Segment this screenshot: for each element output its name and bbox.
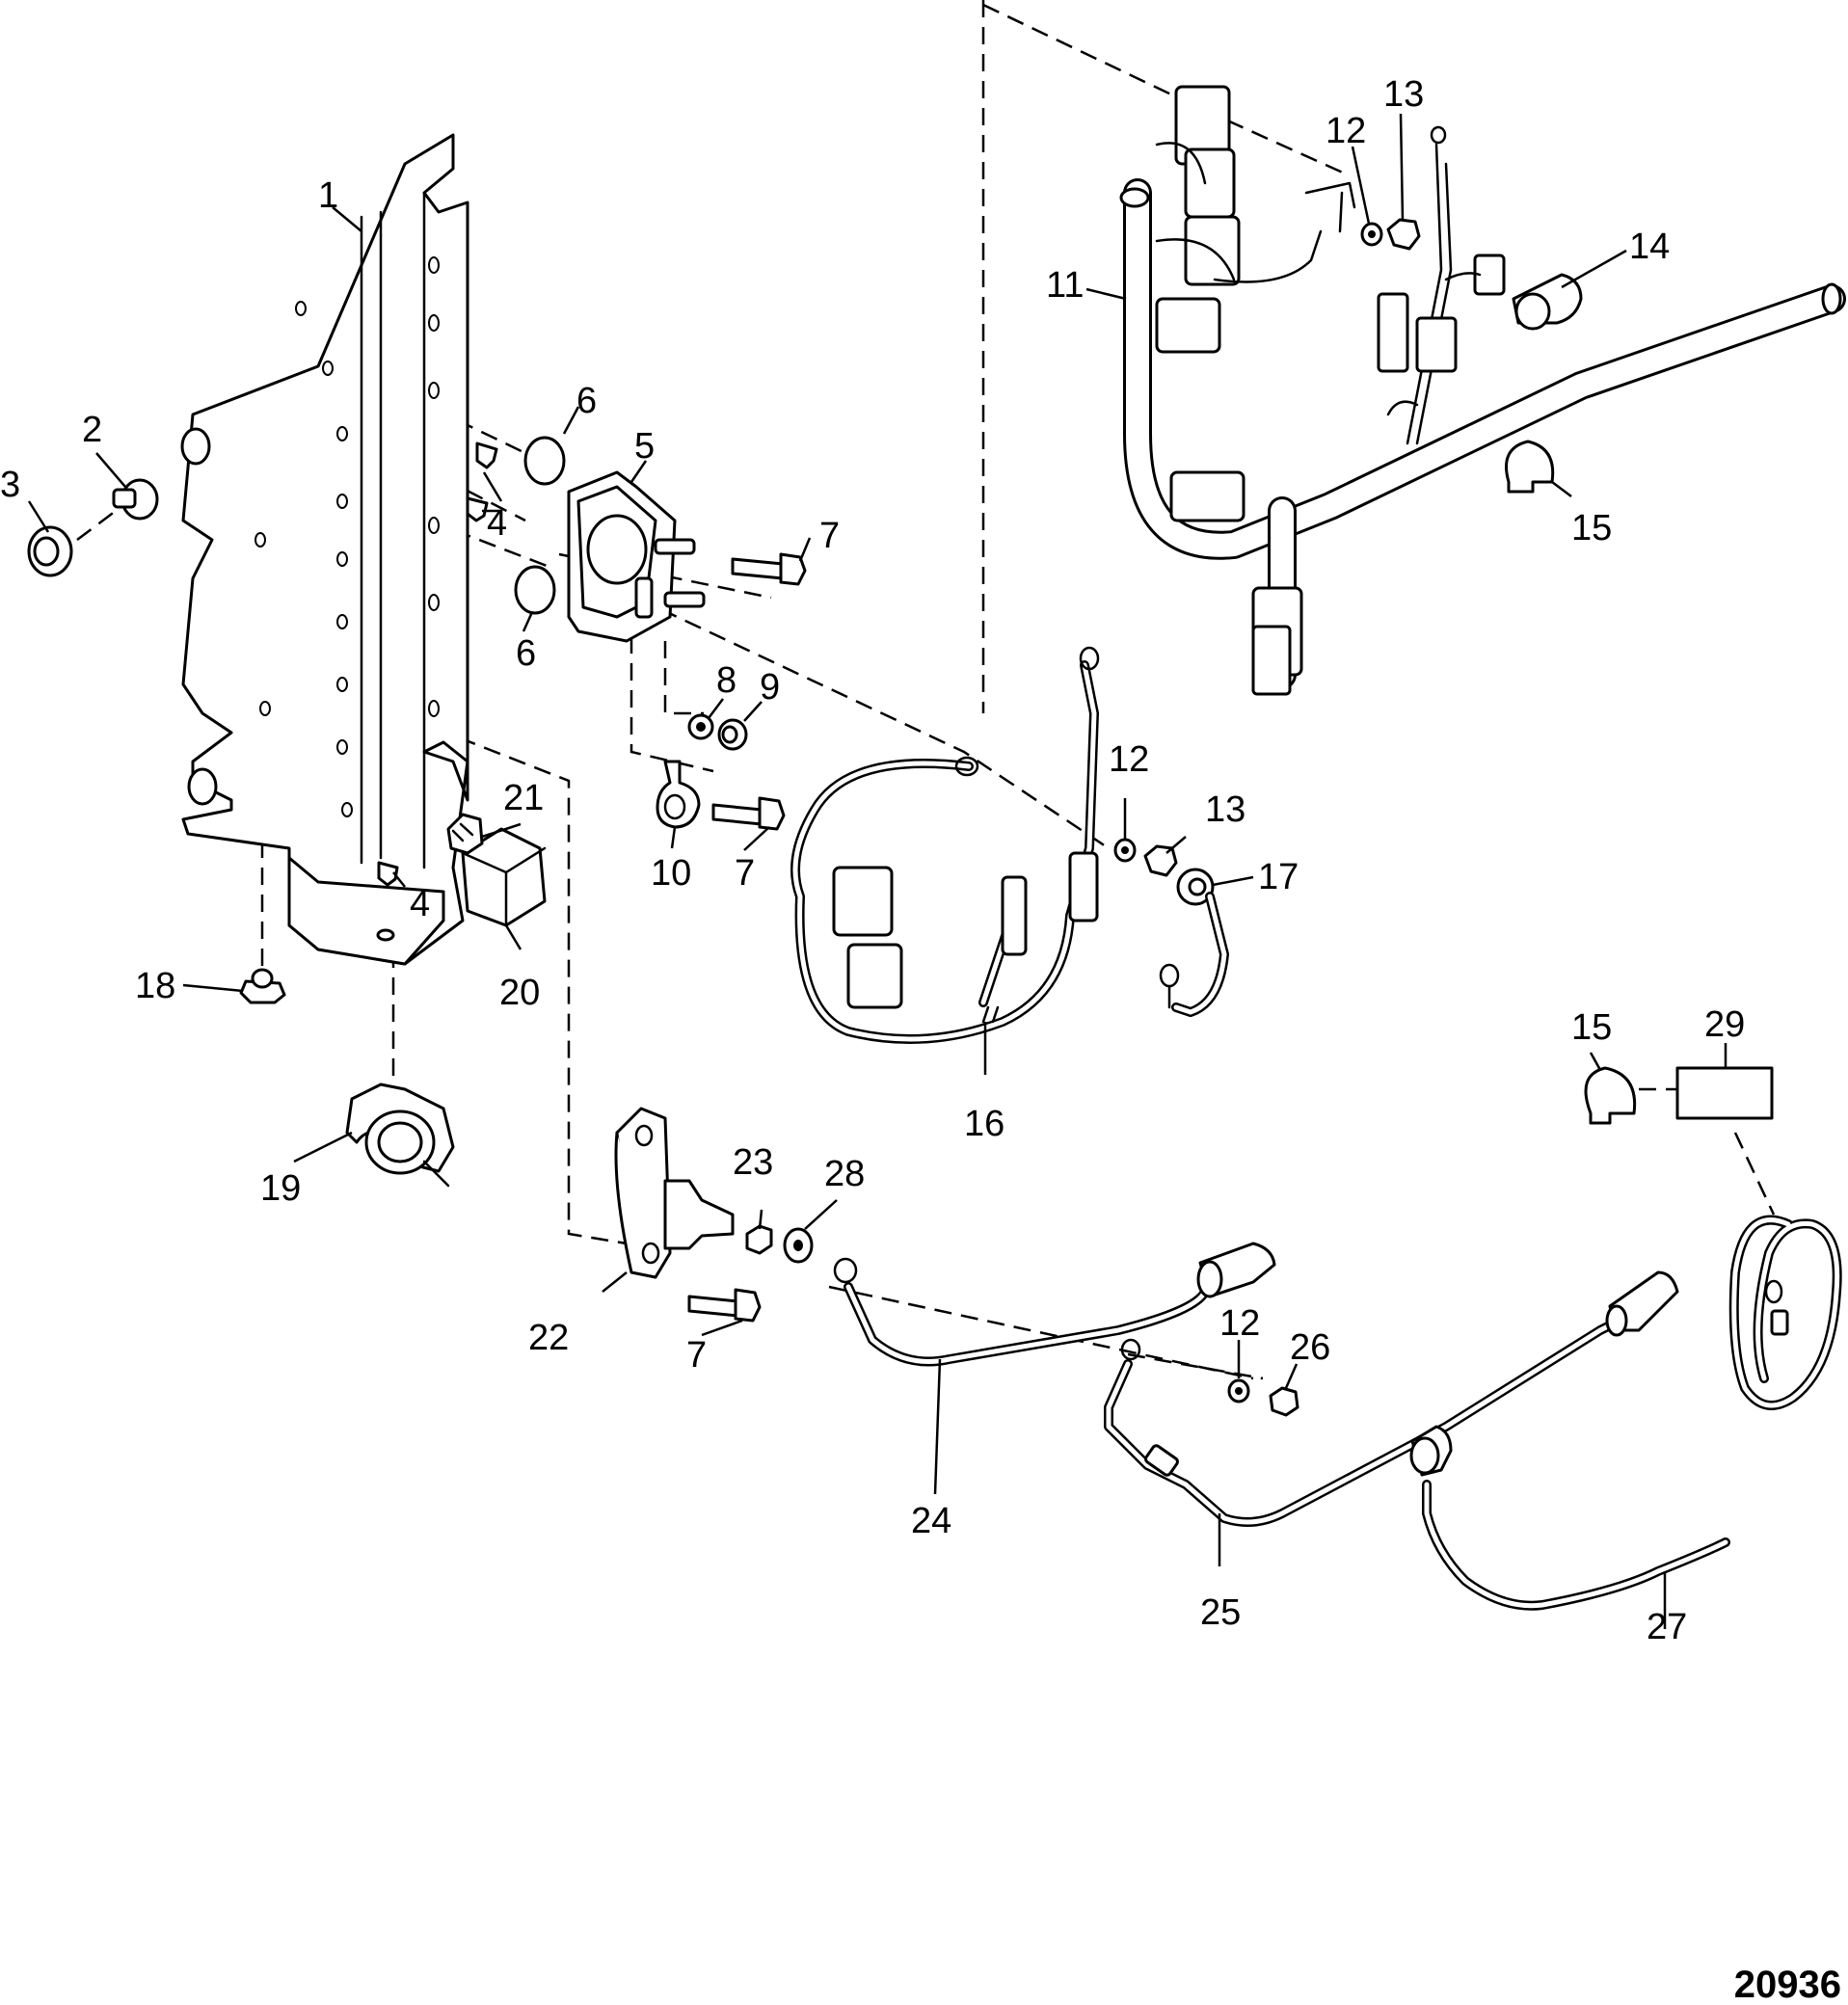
callout-15b: 15	[1571, 1007, 1612, 1048]
cable-part-25	[1104, 1270, 1679, 1527]
callout-13b: 13	[1205, 789, 1245, 830]
callout-24: 24	[911, 1501, 951, 1541]
engine-harness-part-11	[1119, 85, 1846, 696]
callout-numbers: 1 2 3 4 4 5 6 6 7 7 7 8 9 10 11 12 12 12…	[0, 74, 1745, 1647]
callout-26: 26	[1290, 1327, 1330, 1368]
washer-part-12-upper	[1360, 222, 1383, 247]
assembly-dashed-lines	[260, 0, 1776, 1380]
callout-23: 23	[733, 1142, 773, 1183]
callout-7a: 7	[819, 516, 840, 556]
nut-part-8	[687, 713, 714, 740]
callout-9: 9	[760, 667, 780, 708]
clamp-part-15-lower	[1584, 1066, 1637, 1125]
bolt-part-7-lower	[687, 1288, 762, 1323]
callout-27: 27	[1647, 1607, 1687, 1647]
relay-part-20	[461, 827, 547, 927]
bolt-part-7-middle	[711, 796, 786, 831]
callout-19: 19	[260, 1168, 301, 1209]
relay-part-21	[446, 813, 484, 855]
nut-part-26	[1269, 1386, 1299, 1417]
grommet-part-2	[76, 478, 159, 541]
callout-5: 5	[634, 426, 655, 467]
kit-box-part-29	[1675, 1066, 1774, 1120]
callout-17: 17	[1258, 857, 1299, 897]
callout-29: 29	[1704, 1004, 1745, 1045]
screw-part-18	[239, 968, 286, 1004]
coiled-cable	[1728, 1215, 1842, 1410]
screws-part-4	[377, 441, 498, 887]
callout-4b: 4	[410, 884, 430, 924]
bolt-part-7-upper	[731, 552, 807, 586]
callout-11: 11	[1046, 265, 1084, 306]
callout-8: 8	[716, 660, 737, 701]
callout-25: 25	[1200, 1592, 1241, 1633]
stud-block-part-22	[614, 1107, 735, 1279]
cable-part-24	[833, 1242, 1276, 1367]
callout-12c: 12	[1219, 1303, 1260, 1344]
plug-part-3	[27, 525, 73, 577]
callout-15a: 15	[1571, 508, 1612, 548]
callout-6a: 6	[576, 381, 597, 421]
callout-7c: 7	[686, 1335, 707, 1376]
battery-cable-part-17	[1159, 868, 1229, 1017]
callout-1: 1	[318, 175, 338, 216]
callout-3: 3	[0, 465, 20, 505]
callout-7b: 7	[735, 853, 755, 894]
callout-18: 18	[135, 966, 175, 1006]
grommet-part-6	[514, 436, 566, 615]
nut-part-13-upper	[1386, 218, 1421, 251]
callout-10: 10	[651, 853, 691, 894]
callout-2: 2	[82, 410, 102, 450]
callout-28: 28	[824, 1154, 865, 1194]
clamp-part-15-upper	[1505, 440, 1555, 494]
callout-14: 14	[1629, 227, 1670, 267]
washer-part-12-lower	[1227, 1378, 1250, 1404]
callout-leader-lines	[27, 113, 1727, 1629]
callout-12a: 12	[1326, 111, 1366, 151]
callout-4a: 4	[487, 503, 507, 544]
clip-part-10	[656, 760, 701, 829]
callout-12b: 12	[1109, 739, 1149, 780]
solenoid-part-5	[567, 470, 706, 643]
callout-21: 21	[503, 778, 544, 818]
cable-part-27	[1409, 1425, 1730, 1611]
figure-number: 20936	[1734, 1964, 1841, 2005]
washer-part-12-middle	[1113, 838, 1137, 863]
nut-part-13-middle	[1143, 844, 1178, 877]
solenoid-harness-part-16	[790, 646, 1100, 1044]
callout-20: 20	[499, 973, 540, 1013]
callout-6b: 6	[516, 633, 536, 674]
clamp-part-19	[345, 1083, 455, 1188]
callout-22: 22	[528, 1318, 569, 1358]
nut-part-23	[745, 1224, 773, 1255]
callout-13a: 13	[1383, 74, 1424, 115]
boot-part-9	[717, 718, 748, 751]
washer-part-28	[783, 1227, 814, 1264]
callout-16: 16	[964, 1104, 1004, 1144]
mounting-bracket	[180, 133, 469, 966]
